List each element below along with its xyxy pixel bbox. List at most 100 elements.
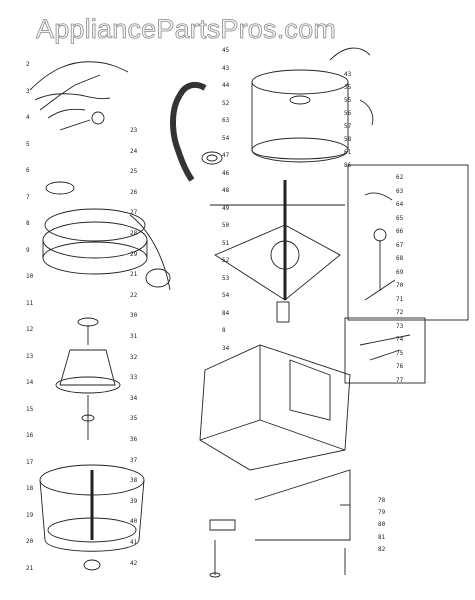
callout-label: 63	[222, 117, 230, 124]
callout-label: 48	[222, 187, 230, 194]
basket-ring	[42, 181, 171, 291]
callout-label: 14	[26, 379, 34, 386]
callout-label: 54	[222, 292, 230, 299]
callout-label: 73	[396, 322, 404, 330]
small-hardware	[209, 504, 350, 578]
callout-label: 33	[130, 374, 138, 382]
callout-label: 45	[222, 47, 230, 54]
callout-label: 4	[26, 114, 30, 121]
callout-label: 38	[130, 477, 138, 485]
wash-basket	[39, 464, 145, 571]
callout-label: 36	[130, 436, 138, 443]
callout-label: 54	[222, 134, 230, 142]
callout-label: 9	[26, 246, 30, 254]
callout-label: 67	[396, 241, 404, 249]
callout-label: 44	[222, 82, 230, 89]
callout-label: 35	[130, 415, 138, 423]
callout-label: 23	[130, 127, 138, 134]
callout-label: 5	[26, 140, 30, 148]
callout-label: 51	[222, 239, 230, 247]
callout-label: 10	[26, 273, 34, 280]
callout-label: 79	[378, 509, 386, 517]
callout-label: 34	[130, 394, 138, 402]
callout-label: 70	[396, 282, 404, 289]
callout-label: 80	[378, 521, 386, 529]
cabinet-base	[199, 344, 351, 541]
callout-label: 47	[222, 152, 230, 159]
callout-label: 40	[130, 518, 138, 526]
callout-label: 56	[344, 110, 352, 117]
callout-label: 21	[26, 564, 34, 572]
callout-label: 26	[130, 188, 138, 196]
callout-label: 3	[26, 87, 30, 95]
callout-label: 65	[396, 214, 404, 222]
callout-label: 31	[130, 333, 138, 340]
callout-label: 78	[378, 497, 386, 504]
callout-label: 62	[396, 174, 404, 181]
callout-label: 24	[130, 147, 138, 155]
callout-label: 30	[130, 312, 138, 320]
callout-label: 50	[222, 222, 230, 229]
callout-label: 43	[222, 64, 230, 72]
callout-label: 42	[130, 559, 138, 567]
callout-label: 17	[26, 458, 34, 466]
callout-label: 49	[222, 204, 230, 212]
callout-label: 41	[130, 539, 138, 546]
callout-label: 46	[222, 169, 230, 177]
callout-label: 11	[26, 299, 34, 307]
switch-panel	[344, 164, 469, 384]
callout-label: 86	[344, 162, 352, 169]
callout-label: 57	[344, 123, 352, 130]
callout-label: 61	[344, 149, 352, 156]
agitator	[55, 317, 121, 440]
callout-label: 58	[344, 136, 352, 143]
callout-label: 19	[26, 511, 34, 519]
callout-label: 34	[222, 344, 230, 352]
callout-label: 32	[130, 353, 138, 361]
drain-hose	[170, 81, 223, 182]
callout-label: 39	[130, 497, 138, 505]
callout-label: 66	[396, 228, 404, 235]
callout-label: 16	[26, 432, 34, 439]
callout-label: 52	[222, 257, 230, 264]
outer-tub	[251, 47, 374, 163]
callout-label: 18	[26, 485, 34, 492]
callout-label: 35	[344, 84, 352, 91]
callout-label: 76	[396, 363, 404, 370]
watermark-logo: AppliancePartsPros.com	[36, 14, 337, 45]
callout-label: 8	[222, 327, 226, 334]
callout-label: 68	[396, 255, 404, 262]
callout-label: 72	[396, 309, 404, 316]
callout-label: 75	[396, 349, 404, 357]
callout-label: 74	[396, 336, 404, 343]
callout-label: 2	[26, 61, 30, 68]
callout-label: 52	[222, 99, 230, 107]
callout-label: 20	[26, 538, 34, 545]
callout-label: 64	[396, 201, 404, 208]
transmission-plate	[210, 180, 345, 323]
callout-label: 69	[396, 268, 404, 276]
callout-label: 43	[344, 71, 352, 78]
callout-label: 71	[396, 295, 404, 303]
callout-label: 7	[26, 193, 30, 201]
callout-label: 6	[26, 167, 30, 174]
callout-label: 27	[130, 209, 138, 217]
callout-label: 82	[378, 545, 386, 553]
callout-label: 8	[26, 220, 30, 227]
callout-label: 28	[130, 230, 138, 237]
callout-label: 37	[130, 456, 138, 464]
callout-label: 15	[26, 405, 34, 413]
callout-label: 77	[396, 376, 404, 384]
callout-label: 63	[396, 187, 404, 195]
callout-label: 84	[222, 309, 230, 317]
callout-label: 21	[130, 271, 138, 279]
wire-harness	[29, 61, 129, 131]
callout-label: 55	[344, 97, 352, 104]
callout-label: 12	[26, 326, 34, 333]
callout-label: 53	[222, 274, 230, 282]
callout-label: 22	[130, 291, 138, 299]
callout-label: 13	[26, 352, 34, 360]
callout-label: 25	[130, 168, 138, 176]
